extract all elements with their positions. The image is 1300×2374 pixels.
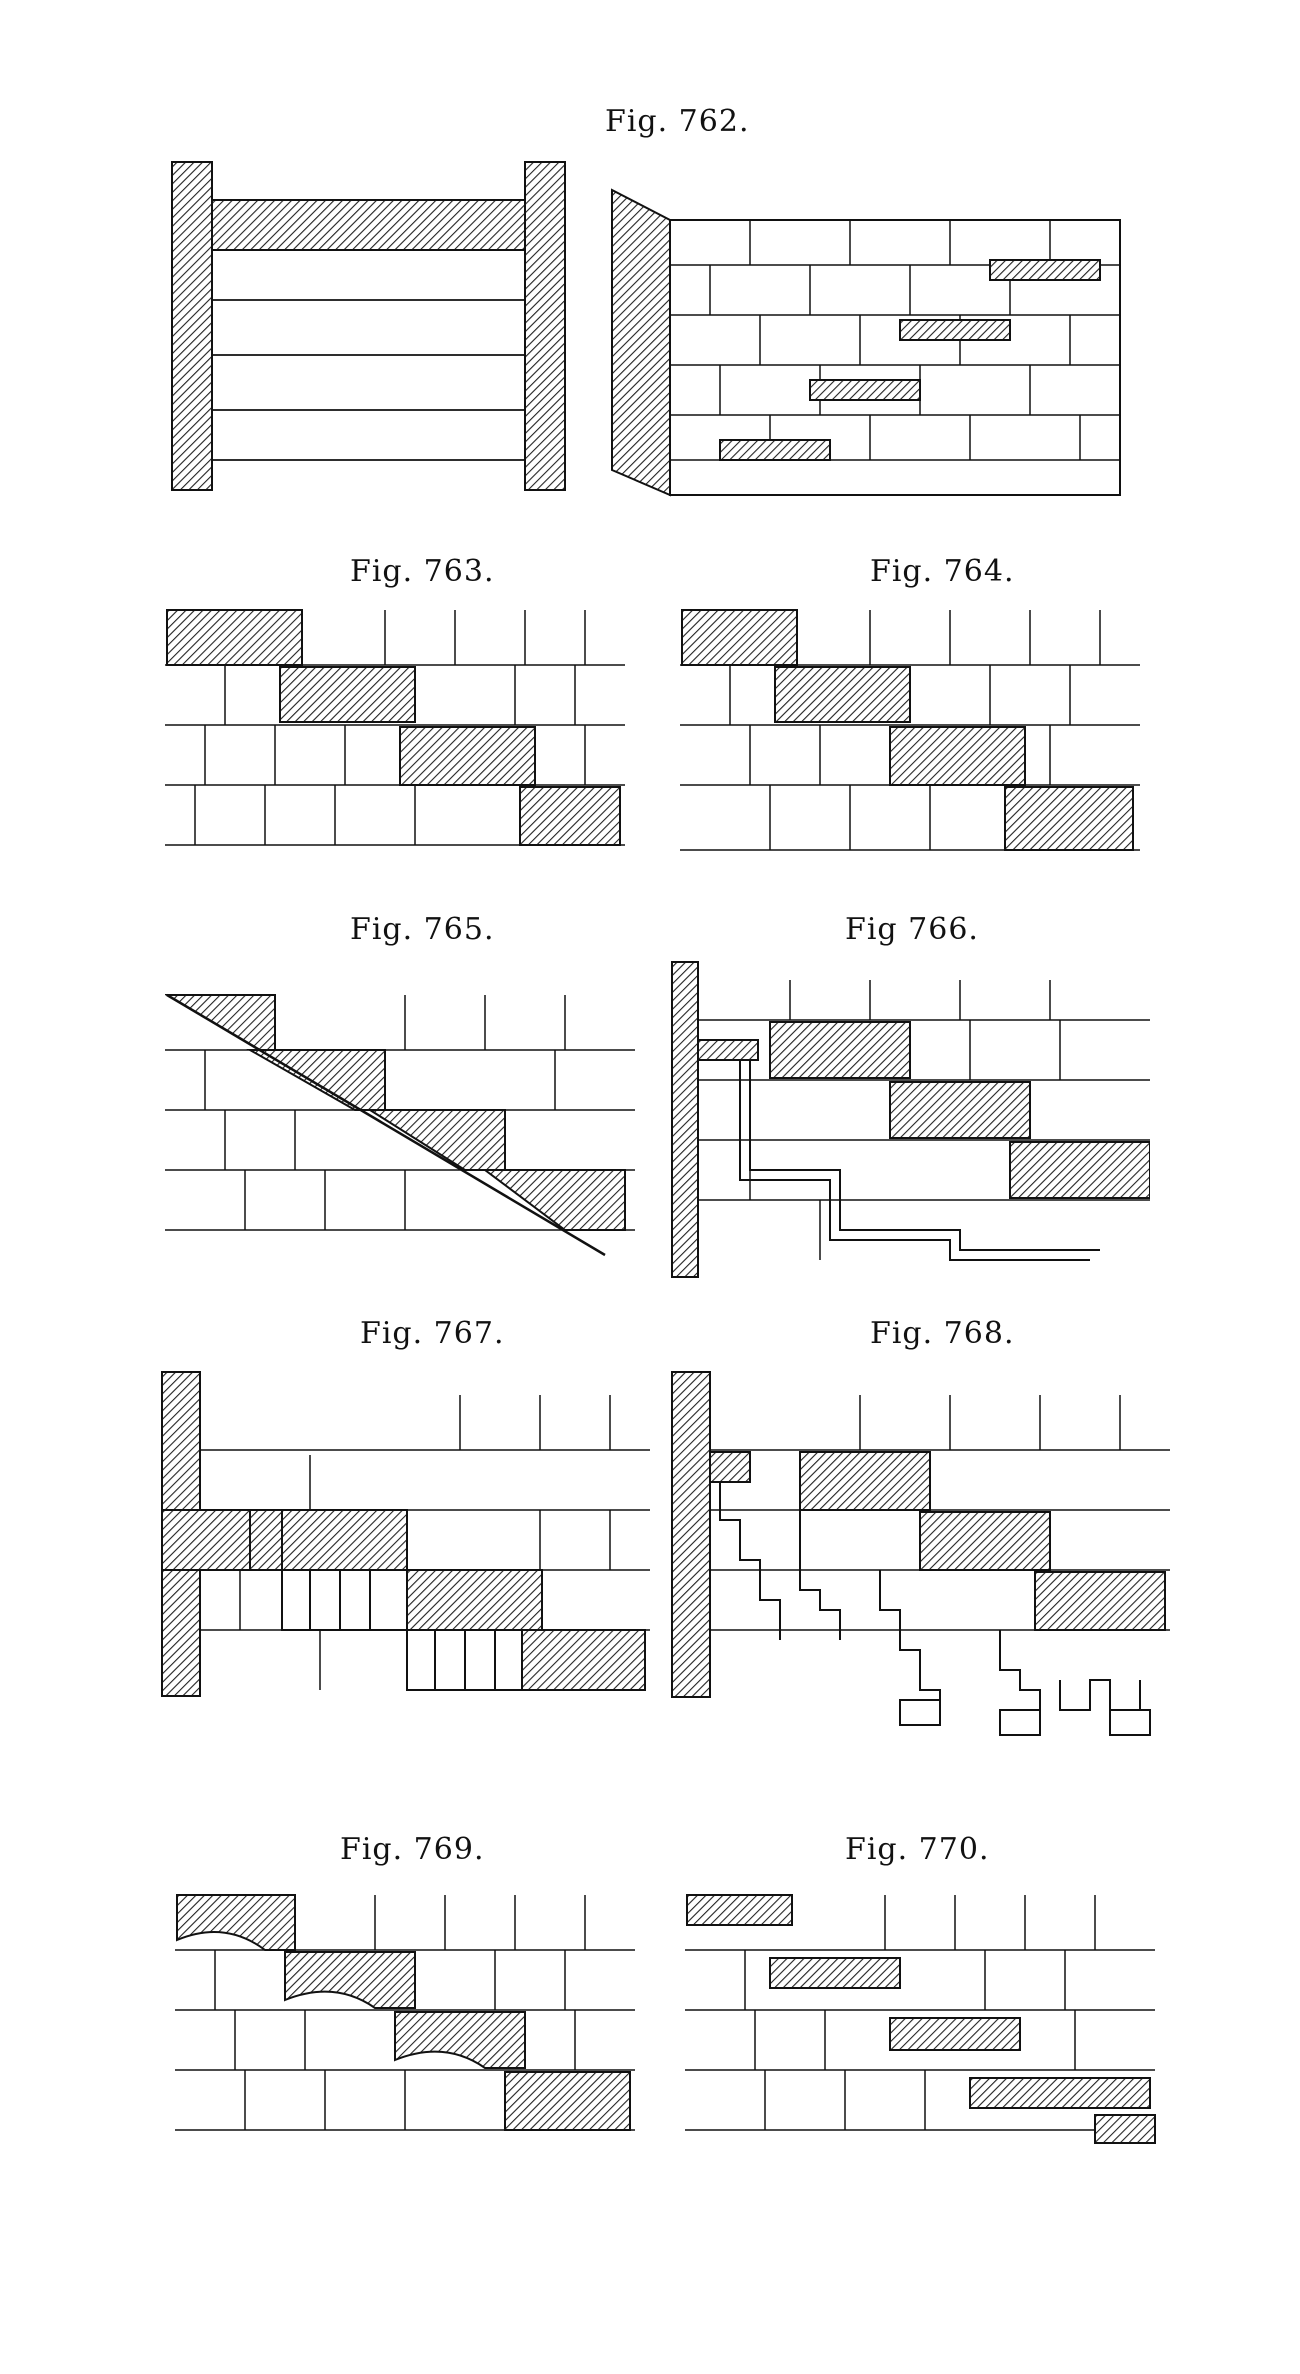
fig-765-drawing [165, 990, 635, 1265]
fig-769-caption: Fig. 769. [340, 1832, 485, 1867]
fig-765-caption: Fig. 765. [350, 912, 495, 947]
fig-767-drawing [160, 1370, 650, 1700]
fig-766-caption: Fig 766. [845, 912, 979, 947]
fig-768-drawing [670, 1370, 1170, 1765]
fig-762-caption: Fig. 762. [605, 104, 750, 139]
fig-767-caption: Fig. 767. [360, 1316, 505, 1351]
fig-770-caption: Fig. 770. [845, 1832, 990, 1867]
fig-769-drawing [175, 1890, 635, 2140]
fig-766-drawing [670, 960, 1150, 1280]
fig-764-caption: Fig. 764. [870, 554, 1015, 589]
fig-762-stepped-wall-drawing [610, 180, 1130, 500]
fig-763-caption: Fig. 763. [350, 554, 495, 589]
fig-768-caption: Fig. 768. [870, 1316, 1015, 1351]
fig-762-lintel-drawing [170, 160, 590, 495]
fig-764-drawing [680, 605, 1140, 855]
fig-763-drawing [165, 605, 625, 850]
fig-770-drawing [685, 1890, 1160, 2155]
